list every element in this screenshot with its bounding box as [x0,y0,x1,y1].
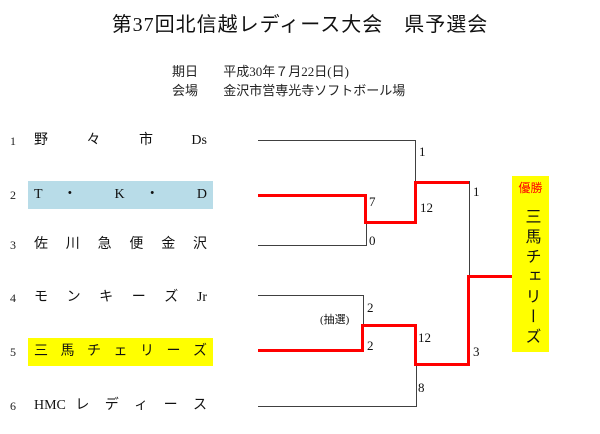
bracket-line-team5-winner [258,349,364,352]
score-round1-sagawa: 0 [369,233,376,248]
lottery-note: (抽選) [320,314,350,326]
score-semi2-sanma: 12 [418,330,431,345]
seed-number-6: 6 [10,399,16,413]
bracket-line-champion-connector [467,275,512,278]
bracket-line-semi1-vert-top [415,140,416,182]
score-final-sanma: 3 [473,344,480,359]
event-venue-line: 会場 金沢市営専光寺ソフトボール場 [172,80,405,99]
bracket-line-round2-vert-winner [361,324,364,352]
bracket-line-team3 [258,245,366,246]
bracket-line-round2-advance [361,324,417,327]
seed-number-2: 2 [10,188,16,202]
bracket-line-semi1-vert-winner [414,181,417,224]
score-round1-sanma: 2 [367,338,374,353]
score-final-tkd: 1 [473,184,480,199]
bracket-line-semi2-advance [414,363,469,366]
venue-value: 金沢市営専光寺ソフトボール場 [223,83,406,98]
date-label: 期日 [172,64,199,79]
champion-name: 三馬チェリーズ [522,207,540,348]
score-round1-monkeys: 2 [367,300,374,315]
event-date-line: 期日 平成30年７月22日(日) [172,61,349,80]
score-semi2-hmc: 8 [418,380,425,395]
score-round1-tkd: 7 [369,194,376,209]
seed-number-1: 1 [10,134,16,148]
champion-label: 優勝 [518,181,543,195]
page-title: 第37回北信越レディース大会 県予選会 [111,14,489,36]
team-name-sanma-cherries: 三 馬 チ ェ リ ー ズ [28,338,213,366]
bracket-line-team6 [258,406,416,407]
seed-number-5: 5 [10,345,16,359]
team-name-tkd: T ・ K ・ D [28,181,213,209]
bracket-line-team1 [258,140,415,141]
venue-label: 会場 [172,83,199,98]
bracket-line-final-vert-winner [467,275,470,366]
date-value: 平成30年７月22日(日) [223,64,349,79]
bracket-line-team4 [258,295,363,296]
score-semi1-tkd: 12 [420,200,433,215]
bracket-line-round1-vert-loser [366,224,367,246]
team-name-monkeys-jr: モ ン キ ー ズ Jr [34,290,207,305]
bracket-line-team2-winner [258,194,366,197]
seed-number-4: 4 [10,291,16,305]
score-semi1-nonoichi: 1 [419,144,426,159]
bracket-line-semi2-vert-winner [414,324,417,366]
champion-box: 優勝 三馬チェリーズ [512,176,549,352]
team-name-hmc-ladies: HMC レ デ ィ ー ス [34,398,207,413]
bracket-line-semi2-vert-bottom [416,366,417,407]
bracket-line-semi1-advance [414,181,469,184]
bracket-line-round2-vert-loser [363,295,364,326]
team-name-sagawa-kanazawa: 佐 川 急 便 金 沢 [34,237,207,252]
bracket-line-round1-vert-winner [364,194,367,224]
team-name-nonoichi-ds: 野 々 市 Ds [34,133,207,148]
bracket-line-round1-advance [364,221,417,224]
seed-number-3: 3 [10,238,16,252]
bracket-line-final-vert-top [469,181,470,275]
